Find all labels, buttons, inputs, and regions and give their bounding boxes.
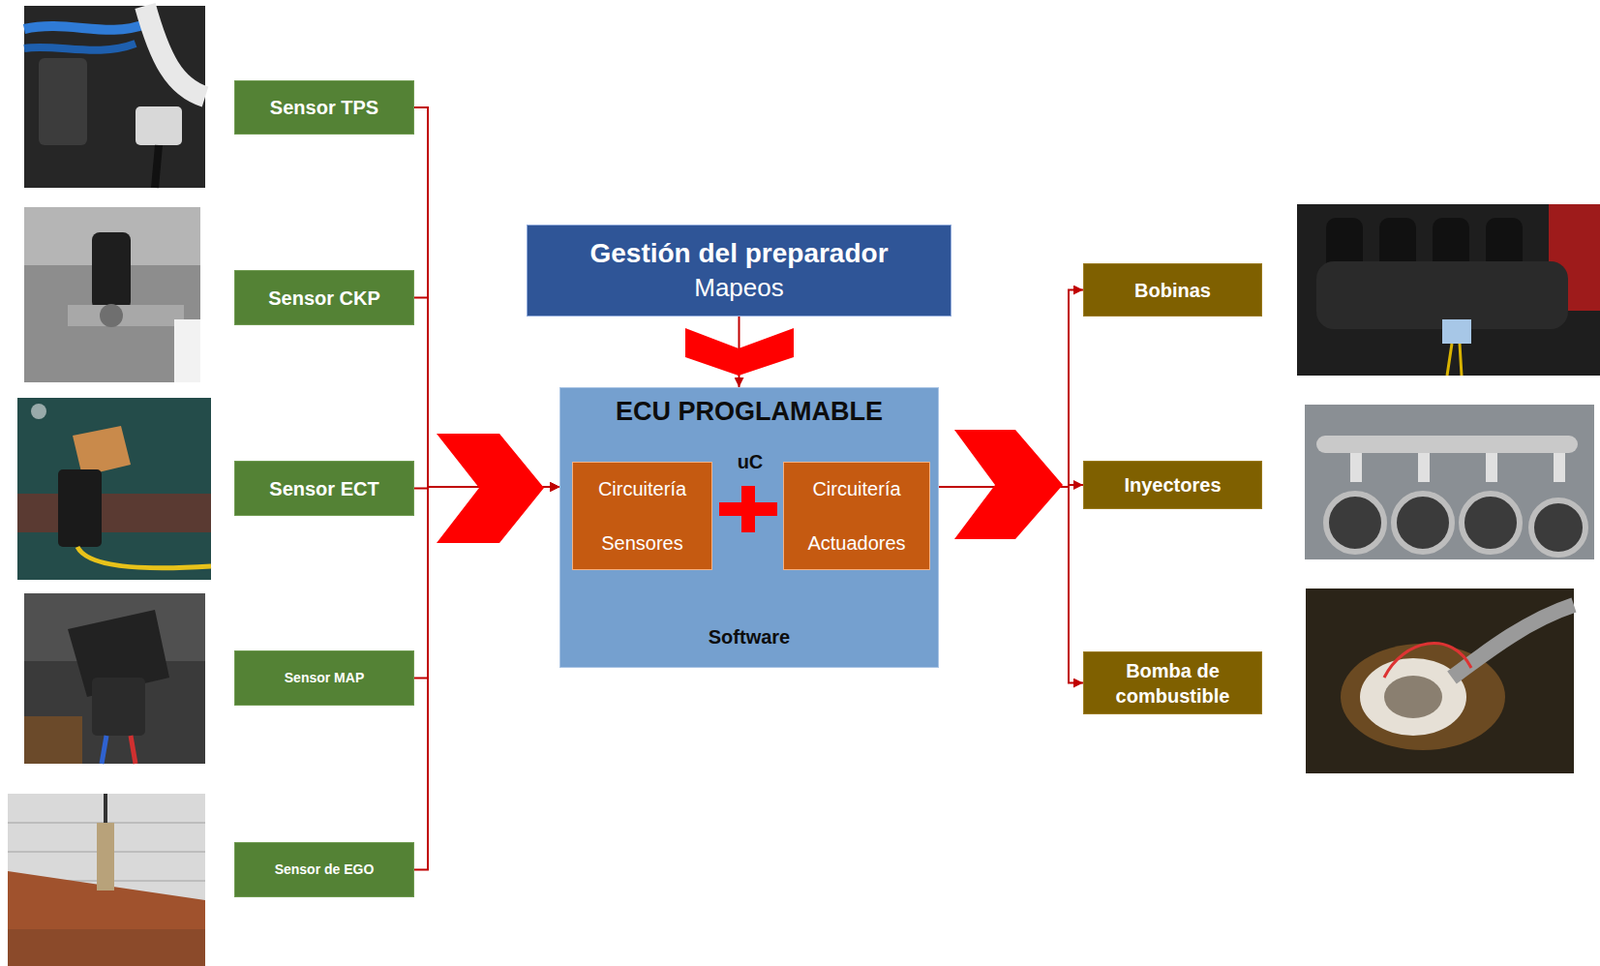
box-title: Bomba de combustible xyxy=(1084,658,1262,709)
box-title: Inyectores xyxy=(1123,473,1221,497)
blue-cable xyxy=(24,43,136,51)
injector xyxy=(1350,452,1362,483)
throttle-body xyxy=(1461,493,1520,552)
flow-connector xyxy=(414,486,560,871)
box-title: Bobinas xyxy=(1134,278,1211,302)
box-title: Sensor CKP xyxy=(268,286,381,310)
plus-sign xyxy=(741,485,755,533)
sensor-tip xyxy=(30,403,47,420)
coil-wires xyxy=(1447,343,1462,376)
throttle-body xyxy=(1393,493,1452,552)
sensor-box: Sensor MAP xyxy=(234,650,415,706)
output-chevron xyxy=(954,429,1063,540)
white-hose xyxy=(145,5,206,97)
engine-part xyxy=(17,493,212,533)
coils-photo xyxy=(1297,204,1600,376)
ect-connector xyxy=(58,469,102,547)
box-title: Gestión del preparador xyxy=(589,236,888,272)
sensor-box: Sensor de EGO xyxy=(234,842,415,898)
injector xyxy=(1553,452,1566,483)
pump-center xyxy=(1384,675,1443,719)
coil-pack xyxy=(1316,261,1569,330)
sensor-wire xyxy=(103,793,108,823)
down-chevron xyxy=(685,328,794,376)
blue-wire xyxy=(101,735,107,764)
yellow-wire xyxy=(77,546,212,569)
ego-photo xyxy=(7,793,206,966)
box-title: Sensor TPS xyxy=(270,95,379,120)
injector xyxy=(1485,452,1498,483)
box-title: ECU PROGLAMABLE xyxy=(560,395,938,427)
blue-cable xyxy=(24,24,146,31)
map-connector xyxy=(91,677,146,736)
box-title: Circuitería Actuadores xyxy=(787,461,926,571)
bracket xyxy=(67,304,184,327)
pump-wire xyxy=(1384,643,1472,678)
box-title: Sensor ECT xyxy=(269,477,379,501)
circuit-box: Circuitería Actuadores xyxy=(783,461,931,571)
ect-photo xyxy=(17,397,212,580)
tps-body xyxy=(38,58,88,146)
box-text: uC xyxy=(721,450,780,474)
tps-connector xyxy=(135,106,182,146)
bolt xyxy=(99,303,123,328)
box-title: Sensor de EGO xyxy=(274,861,375,878)
injectors-photo xyxy=(1304,404,1595,560)
actuator-box: Inyectores xyxy=(1083,460,1263,510)
throttle-body xyxy=(1531,500,1586,555)
sensor-box: Sensor CKP xyxy=(234,270,415,326)
background-part xyxy=(24,716,83,764)
plus-sign xyxy=(719,502,778,516)
ckp-photo xyxy=(24,207,201,383)
tps-photo xyxy=(24,5,206,188)
throttle-body xyxy=(1326,493,1385,552)
box-title: Sensor MAP xyxy=(284,669,364,687)
coil-connector xyxy=(1442,319,1472,344)
injector xyxy=(1418,452,1430,483)
tuner-box: Gestión del preparadorMapeos xyxy=(526,224,952,317)
actuator-box: Bomba de combustible xyxy=(1083,651,1263,715)
light-spot xyxy=(174,319,201,383)
actuator-box: Bobinas xyxy=(1083,263,1263,317)
red-wire xyxy=(130,735,136,764)
pump-photo xyxy=(1305,588,1574,774)
sensor-box: Sensor ECT xyxy=(234,460,415,516)
box-title: Circuitería Sensores xyxy=(576,461,708,571)
box-text: Mapeos xyxy=(694,271,785,305)
fuel-rail xyxy=(1316,435,1578,453)
sensor-box: Sensor TPS xyxy=(234,80,415,135)
ckp-sensor xyxy=(91,232,131,310)
input-chevron xyxy=(436,433,544,544)
circuit-box: Circuitería Sensores xyxy=(572,461,713,571)
ecu-box: ECU PROGLAMABLE uC Software Circuitería Sen… xyxy=(559,387,939,668)
box-text: Software xyxy=(560,625,938,649)
wire xyxy=(154,145,159,188)
ego-sensor xyxy=(96,822,115,891)
pipe-lower xyxy=(7,929,206,966)
map-photo xyxy=(24,593,206,764)
ect-brass-body xyxy=(72,425,131,477)
